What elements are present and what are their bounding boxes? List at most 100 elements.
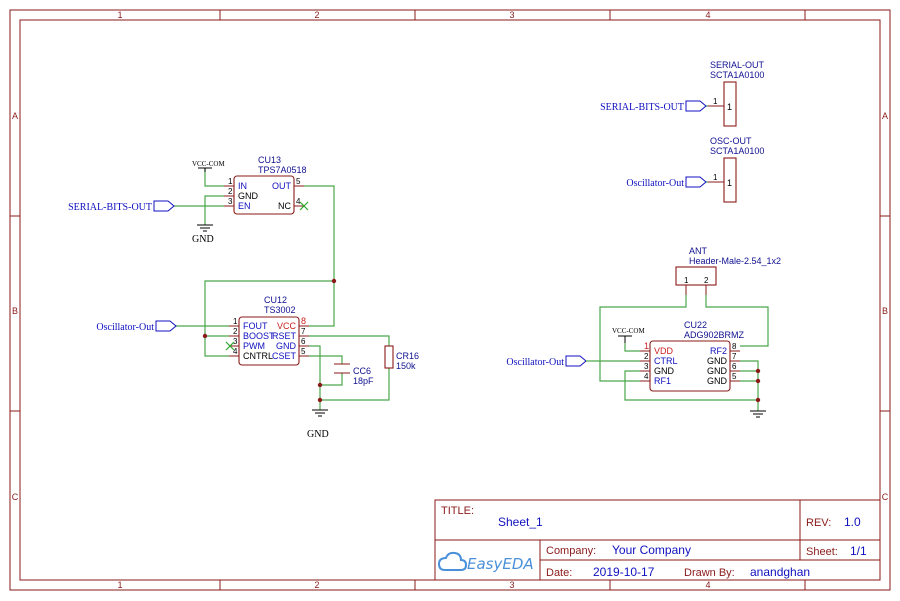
osc-out-pin-num: 1 xyxy=(713,173,718,182)
easyeda-logo-icon: EasyEDA xyxy=(437,551,534,573)
cr16-resistor[interactable]: CR16 150k xyxy=(384,345,419,371)
serial-out-pin-num: 1 xyxy=(713,97,718,106)
ant-header[interactable]: ANT Header-Male-2.54_1x2 1 2 xyxy=(675,246,781,295)
ant-pin2: 2 xyxy=(704,276,709,285)
cu12-pin4-name: CNTRL xyxy=(243,351,273,361)
cu12-pin8-name: VCC xyxy=(277,321,297,331)
cu22-pin6-name: GND xyxy=(707,366,728,376)
cu12-pin7-num: 7 xyxy=(301,327,306,336)
col-label-bottom-1: 1 xyxy=(117,580,122,590)
cu13-ref: CU13 xyxy=(258,155,281,165)
ant-part: Header-Male-2.54_1x2 xyxy=(689,256,781,266)
cu12-ref: CU12 xyxy=(264,295,287,305)
cu22-pin3-num: 3 xyxy=(644,362,649,371)
net-label-oscillator-right-bottom: Oscillator-Out xyxy=(506,357,564,368)
cu22-part: ADG902BRMZ xyxy=(684,330,745,340)
cu13-pin3-name: EN xyxy=(238,201,251,211)
osc-out-pin-label: 1 xyxy=(727,178,732,188)
row-label-right-c: C xyxy=(882,492,889,502)
cu22-pin2-name: CTRL xyxy=(654,356,678,366)
col-label-bottom-2: 2 xyxy=(314,580,319,590)
junctions-left xyxy=(202,278,337,403)
drawn-by-value: anandghan xyxy=(750,565,810,579)
cu22-pin7-name: GND xyxy=(707,356,728,366)
cu12-pin5-name: CSET xyxy=(272,351,297,361)
cu22-pin8-num: 8 xyxy=(732,342,737,351)
cu13-ldo-regulator[interactable]: CU13 TPS7A0518 1 2 3 IN GND EN 5 4 OUT N… xyxy=(224,155,309,215)
cu22-pin1-num: 1 xyxy=(644,341,649,351)
cu13-pin2-num: 2 xyxy=(228,187,233,196)
cu13-pin4-name: NC xyxy=(278,201,291,211)
cu12-pin7-name: RSET xyxy=(272,331,297,341)
row-label-left-c: C xyxy=(12,492,19,502)
cu13-pin3-num: 3 xyxy=(228,197,233,206)
cu22-ref: CU22 xyxy=(684,320,707,330)
net-label-serial-bits-right: SERIAL-BITS-OUT xyxy=(600,102,684,113)
net-port-oscillator-left[interactable]: Oscillator-Out xyxy=(96,320,177,333)
cu13-pin2-name: GND xyxy=(238,191,259,201)
cr16-value: 150k xyxy=(396,361,416,371)
net-label-oscillator-left: Oscillator-Out xyxy=(96,322,154,333)
serial-out-connector[interactable]: SERIAL-OUT SCTA1A0100 1 1 xyxy=(708,60,765,127)
cu22-pin4-name: RF1 xyxy=(654,376,671,386)
vcc-symbol-cu13: VCC-COM xyxy=(192,160,225,172)
junctions-right xyxy=(755,368,761,403)
cu22-pin8-name: RF2 xyxy=(710,346,727,356)
easyeda-logo-text: EasyEDA xyxy=(467,555,534,573)
serial-out-ref: SERIAL-OUT xyxy=(710,60,765,70)
cu12-pin3-name: PWM xyxy=(243,341,265,351)
cu22-rf-switch[interactable]: CU22 ADG902BRMZ 1 2 3 4 VDD CTRL GND RF1… xyxy=(640,320,745,392)
gnd-label-cu12: GND xyxy=(307,429,329,440)
osc-out-connector[interactable]: OSC-OUT SCTA1A0100 1 1 xyxy=(708,136,764,203)
cu22-pin2-num: 2 xyxy=(644,352,649,361)
vcc-symbol-cu22: VCC-COM xyxy=(612,327,645,343)
title-value: Sheet_1 xyxy=(498,515,543,529)
vcc-label-cu13: VCC-COM xyxy=(192,160,225,168)
cu12-wiring xyxy=(174,280,390,410)
row-label-left-a: A xyxy=(12,111,18,121)
cu22-pin1-name: VDD xyxy=(654,346,674,356)
cu13-pin1-num: 1 xyxy=(228,177,233,186)
frame-labels: 1 2 3 4 1 2 3 4 A B C A B C xyxy=(12,10,889,590)
cu13-part: TPS7A0518 xyxy=(258,165,307,175)
col-label-top-1: 1 xyxy=(117,10,122,20)
cc6-ref: CC6 xyxy=(353,366,371,376)
row-label-right-b: B xyxy=(882,306,888,316)
col-label-top-3: 3 xyxy=(509,10,514,20)
net-port-serial-bits-left[interactable]: SERIAL-BITS-OUT xyxy=(68,200,175,213)
cc6-capacitor[interactable]: CC6 18pF xyxy=(334,363,374,386)
cu12-pin6-num: 6 xyxy=(301,337,306,346)
cu12-part: TS3002 xyxy=(264,305,296,315)
osc-out-ref: OSC-OUT xyxy=(710,136,752,146)
nc-marker-icon xyxy=(299,201,309,211)
net-label-serial-bits-left: SERIAL-BITS-OUT xyxy=(68,202,152,213)
cu12-pin2-name: BOOST xyxy=(243,331,275,341)
rev-value: 1.0 xyxy=(844,515,861,529)
rev-label: REV: xyxy=(806,517,831,529)
row-label-right-a: A xyxy=(882,111,888,121)
col-label-bottom-3: 3 xyxy=(509,580,514,590)
osc-out-part: SCTA1A0100 xyxy=(710,146,764,156)
net-port-oscillator-right-bottom[interactable]: Oscillator-Out xyxy=(506,355,592,368)
col-label-top-4: 4 xyxy=(705,10,710,20)
cu22-pin5-name: GND xyxy=(707,376,728,386)
cu13-pin4-num: 4 xyxy=(296,197,301,206)
row-label-left-b: B xyxy=(12,306,18,316)
drawing-frame xyxy=(9,9,891,591)
cu12-pin8-num: 8 xyxy=(301,316,306,326)
cu12-pin4-num: 4 xyxy=(233,347,238,356)
cu13-pin5-name: OUT xyxy=(272,181,292,191)
ant-ref: ANT xyxy=(689,246,708,256)
cu22-wiring xyxy=(592,295,769,411)
ant-pin1: 1 xyxy=(684,276,689,285)
cu22-pin7-num: 7 xyxy=(732,352,737,361)
cu13-pin5-num: 5 xyxy=(296,177,301,186)
cu12-pin3-num: 3 xyxy=(233,337,238,346)
serial-out-pin-label: 1 xyxy=(727,102,732,112)
net-port-serial-bits-right[interactable]: SERIAL-BITS-OUT xyxy=(600,100,707,113)
cu12-oscillator[interactable]: CU12 TS3002 1 2 3 4 FOUT BOOST PWM CNTRL… xyxy=(225,295,309,366)
net-port-oscillator-right-top[interactable]: Oscillator-Out xyxy=(626,176,707,189)
gnd-label-cu13: GND xyxy=(192,234,214,245)
drawn-by-label: Drawn By: xyxy=(684,567,735,579)
